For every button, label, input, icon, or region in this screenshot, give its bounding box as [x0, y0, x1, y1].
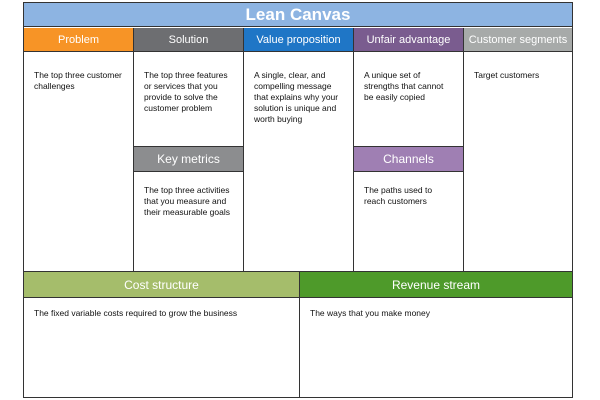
divider [133, 28, 134, 271]
cost-structure-text: The fixed variable costs required to gro… [34, 308, 238, 318]
problem-text: The top three customer challenges [34, 70, 122, 91]
problem-header: Problem [24, 28, 133, 52]
value-proposition-header: Value proposition [244, 28, 353, 52]
key-metrics-text: The top three activities that you measur… [144, 185, 230, 217]
customer-segments-header: Customer segments [464, 28, 572, 52]
solution-text: The top three features or services that … [144, 70, 228, 113]
customer-segments-text: Target customers [474, 70, 540, 80]
lean-canvas: Lean Canvas Problem Solution Value propo… [23, 2, 573, 398]
canvas-title: Lean Canvas [24, 3, 572, 27]
divider [243, 28, 244, 271]
divider [353, 28, 354, 271]
solution-header: Solution [134, 28, 243, 52]
divider [463, 28, 464, 271]
divider [24, 271, 572, 272]
unfair-advantage-text: A unique set of strengths that cannot be… [364, 70, 444, 102]
revenue-stream-text: The ways that you make money [310, 308, 431, 318]
revenue-stream-header: Revenue stream [300, 272, 572, 298]
channels-header: Channels [354, 146, 463, 172]
value-proposition-text: A single, clear, and compelling message … [254, 70, 339, 124]
divider [299, 272, 300, 397]
key-metrics-header: Key metrics [134, 146, 243, 172]
cost-structure-header: Cost structure [24, 272, 299, 298]
unfair-advantage-header: Unfair advantage [354, 28, 463, 52]
channels-text: The paths used to reach customers [364, 185, 433, 206]
